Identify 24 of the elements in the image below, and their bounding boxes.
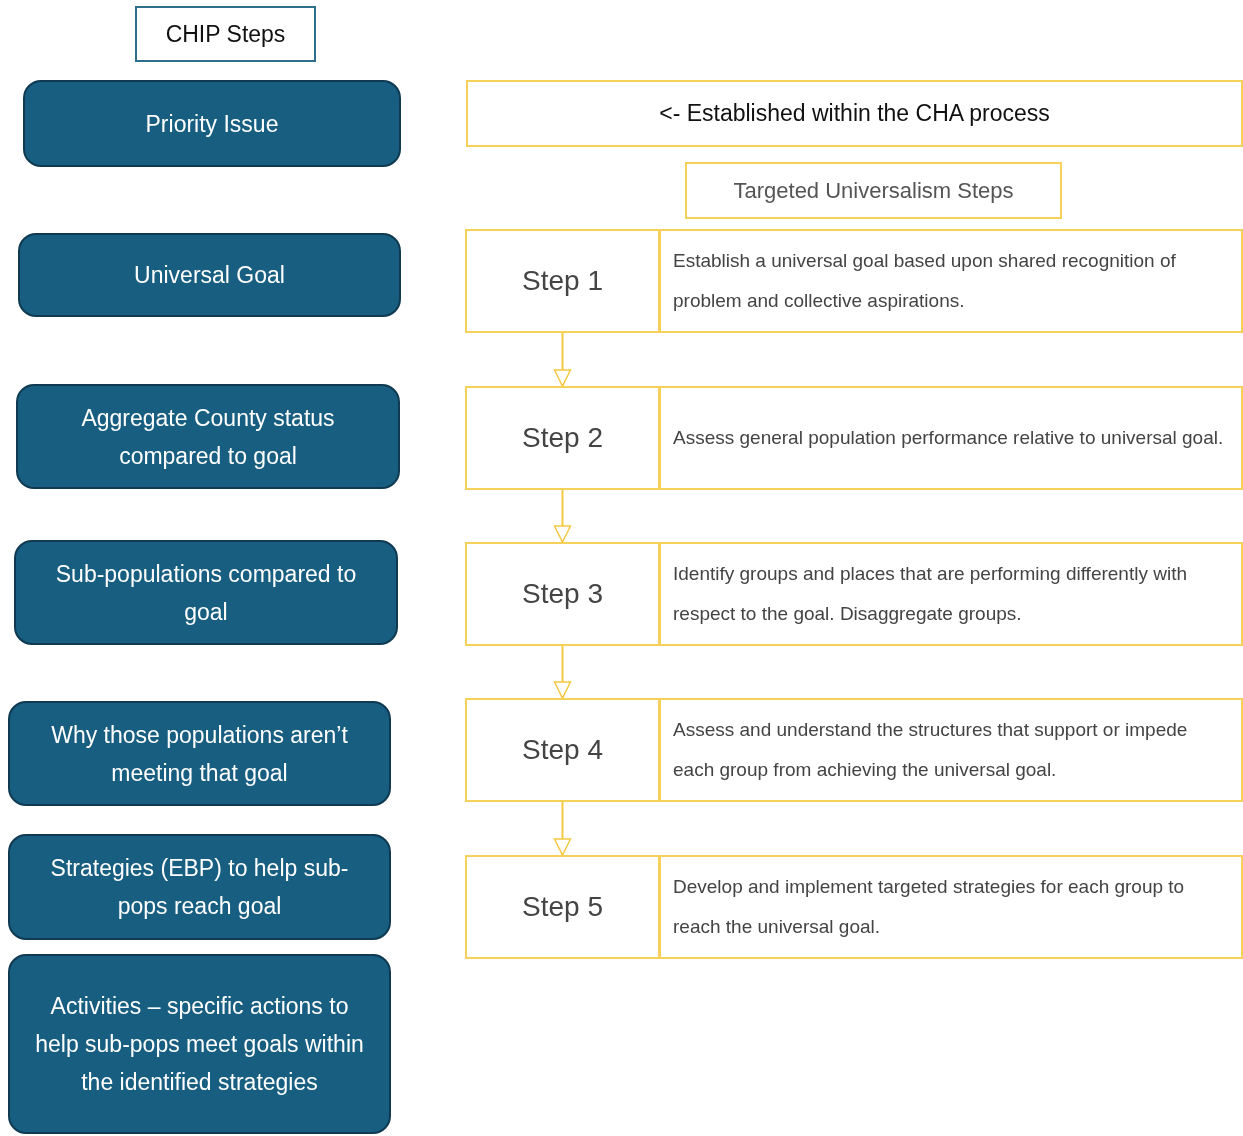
note-box: <- Established within the CHA process (466, 80, 1243, 147)
step-box: Step 1 (465, 229, 660, 333)
step-box: Step 5 (465, 855, 660, 959)
description-box: Develop and implement targeted strategies for each group to reach the universal goal. (659, 855, 1243, 959)
title-box: CHIP Steps (135, 6, 316, 62)
chip-step-box: Aggregate County status compared to goal (16, 384, 400, 489)
chip-step-box: Priority Issue (23, 80, 401, 167)
arrow (553, 801, 572, 856)
description-box: Establish a universal goal based upon shared recognition of problem and collective aspirations. (659, 229, 1243, 333)
arrow (553, 489, 572, 543)
arrow (553, 332, 572, 387)
chip-step-box: Activities – specific actions to help sub-pops meet goals within the identified strategies (8, 954, 391, 1134)
chip-step-box: Why those populations aren’t meeting that goal (8, 701, 391, 806)
step-box: Step 3 (465, 542, 660, 646)
description-box: Identify groups and places that are performing differently with respect to the goal. Disaggregate groups. (659, 542, 1243, 646)
description-box: Assess general population performance relative to universal goal. (659, 386, 1243, 490)
chip-step-box: Sub-populations compared to goal (14, 540, 398, 645)
arrow (553, 645, 572, 699)
chip-step-box: Strategies (EBP) to help sub-pops reach goal (8, 834, 391, 940)
heading-box: Targeted Universalism Steps (685, 162, 1062, 219)
chip-step-box: Universal Goal (18, 233, 401, 317)
step-box: Step 2 (465, 386, 660, 490)
step-box: Step 4 (465, 698, 660, 802)
description-box: Assess and understand the structures that support or impede each group from achieving the universal goal. (659, 698, 1243, 802)
